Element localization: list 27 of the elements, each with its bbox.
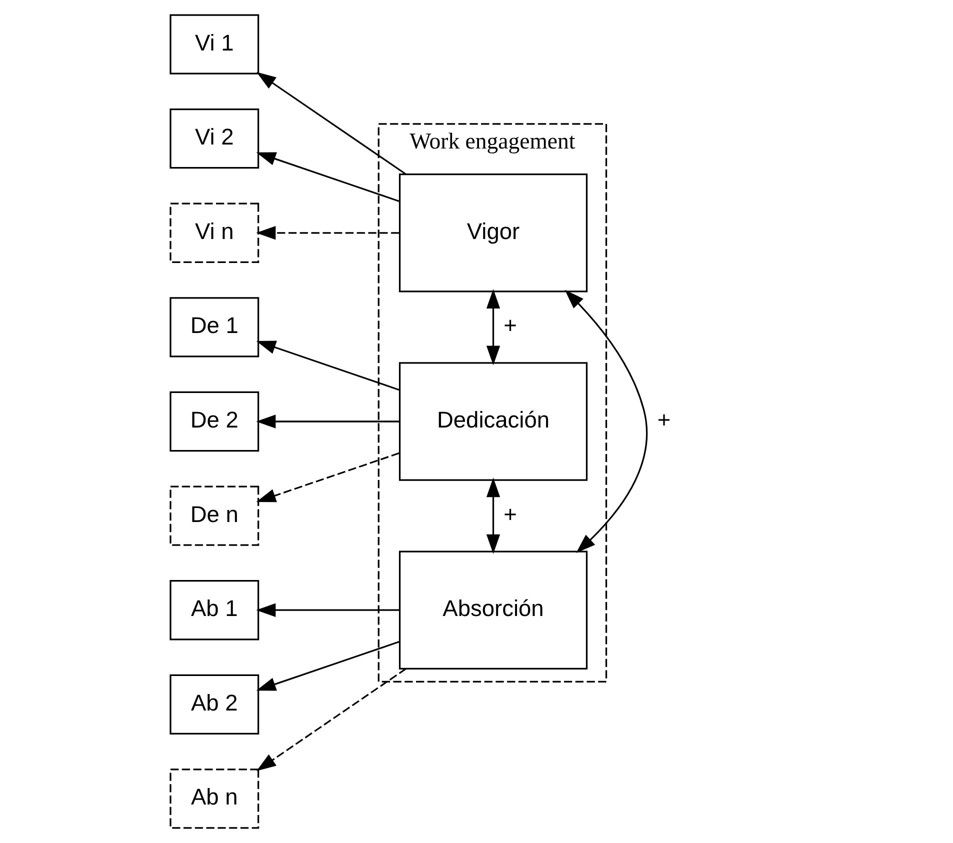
node-box: Ab 2 <box>169 674 259 734</box>
node-box: Absorción <box>398 550 588 670</box>
node-box: De n <box>169 486 259 546</box>
arrow <box>256 452 399 502</box>
node-box: Vi n <box>169 202 259 263</box>
node-box: Ab n <box>169 768 259 829</box>
node-box: Vi 2 <box>169 108 259 169</box>
arrow <box>256 152 399 202</box>
arrow <box>486 289 500 366</box>
node-box: De 2 <box>169 391 259 452</box>
arrow <box>256 668 406 772</box>
arrow <box>256 641 399 691</box>
arrow <box>256 226 399 240</box>
arrow <box>256 340 399 391</box>
node-box: Vi 1 <box>169 14 259 74</box>
node-box: Dedicación <box>398 362 588 481</box>
edge-label: + <box>503 312 516 338</box>
arrow <box>486 478 500 554</box>
arrow <box>256 72 406 175</box>
node-box: Ab 1 <box>169 580 259 640</box>
edge-label: + <box>656 406 670 433</box>
edge-label: + <box>503 500 516 527</box>
arrow <box>256 414 399 428</box>
arrow <box>256 603 399 617</box>
arrow <box>564 290 648 554</box>
node-box: De 1 <box>169 297 259 358</box>
node-box: Vigor <box>398 174 588 292</box>
